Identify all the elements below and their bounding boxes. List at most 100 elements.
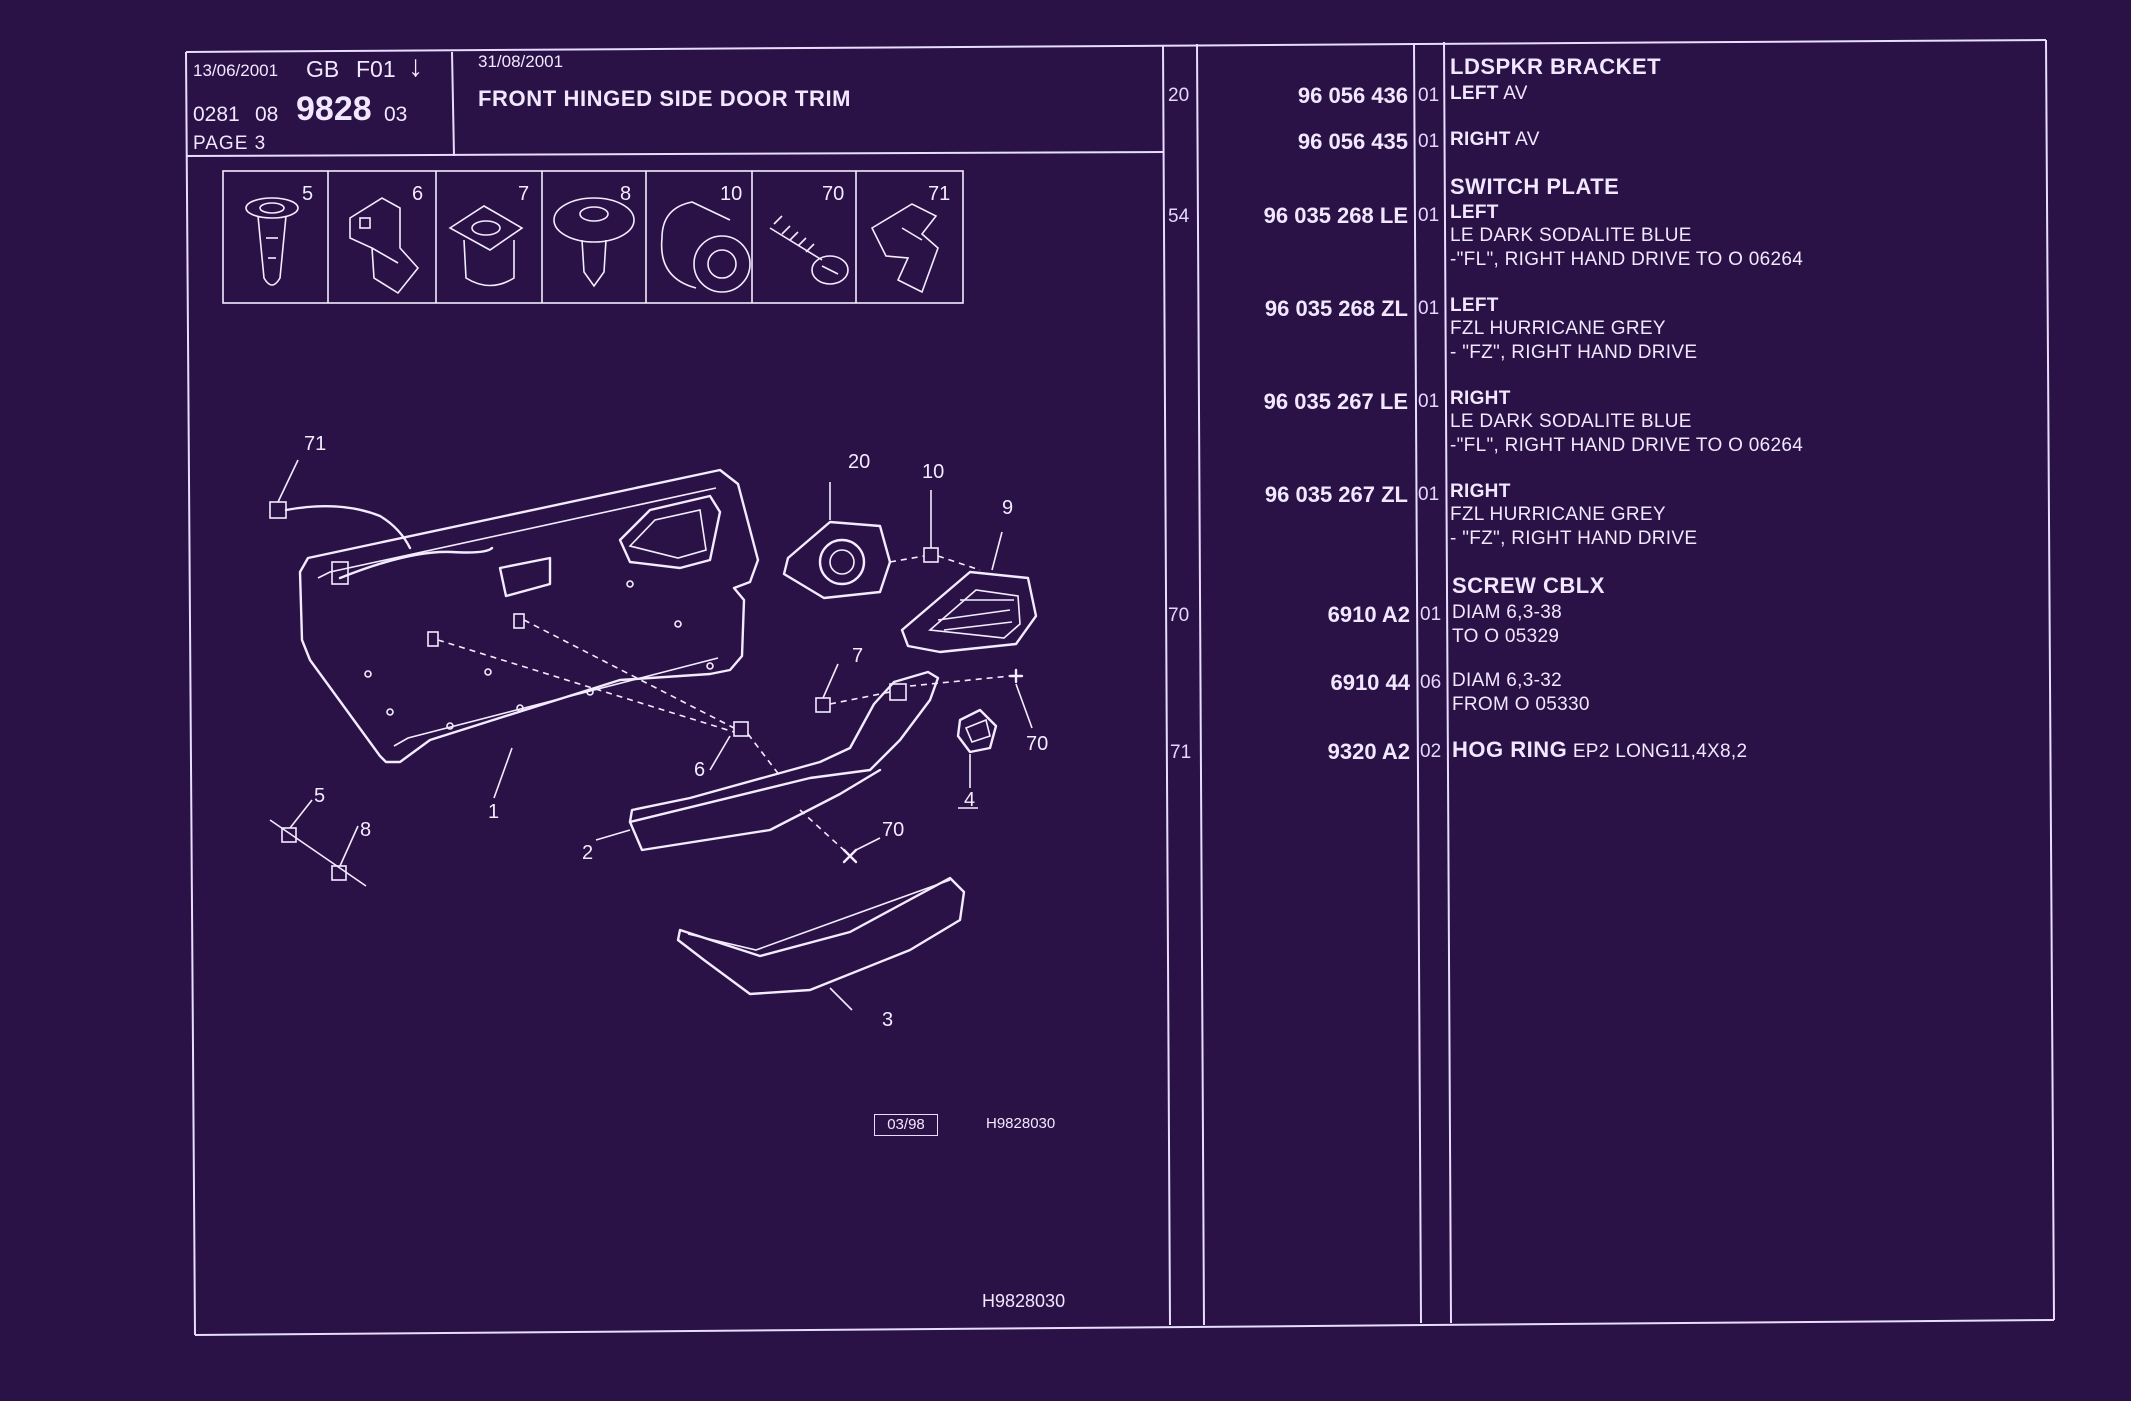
clip-5-marker [281,827,297,843]
part-variant: RIGHT AV [1450,129,1540,150]
part-note: FROM O 05330 [1452,694,1590,715]
armrest-handle [628,670,940,852]
footer-ref-code: H9828030 [982,1291,1066,1311]
grommet-icon: 10 [660,183,751,293]
screw-70-marker-b [842,848,858,864]
diagram-ref-code: H9828030 [986,1115,1056,1132]
part-qty: 06 [1420,672,1442,693]
part-spec: DIAM 6,3-38 [1452,602,1562,623]
callout-1: 1 [488,801,499,823]
revision-date-box: 03/98 [874,1114,938,1136]
part-color: FZL HURRICANE GREY [1450,318,1666,339]
callout-8: 8 [360,819,371,841]
svg-text:8: 8 [620,183,631,205]
group-number: 9828 [296,90,372,128]
part-variant: LEFT [1450,202,1499,223]
part-qty: 01 [1418,484,1440,505]
part-number: 6910 A2 [1327,602,1410,627]
down-arrow-icon: ↓ [408,50,423,83]
part-number: 6910 44 [1330,670,1410,695]
part-note: - "FZ", RIGHT HAND DRIVE [1450,342,1698,363]
speaker-bracket [782,482,892,600]
mushroom-clip-icon: 8 [553,183,635,288]
row-ref: 54 [1168,206,1190,227]
callout-70-b: 70 [882,819,904,841]
screw-icon: 70 [769,183,849,285]
part-note: TO O 05329 [1452,626,1560,647]
ref-c: 03 [384,103,408,126]
bracket-clip-icon: 6 [349,183,423,295]
page-title: FRONT HINGED SIDE DOOR TRIM [478,86,852,111]
callout-10: 10 [922,461,944,483]
svg-text:10: 10 [720,183,742,205]
callout-5: 5 [314,785,325,807]
row-ref: 71 [1170,742,1192,763]
door-trim-panel [298,468,760,764]
part-description: SWITCH PLATE [1450,174,1620,199]
part-qty: 01 [1418,205,1440,226]
part-number: 96 056 435 [1297,129,1408,154]
screw-70-marker-a [1008,668,1024,684]
clip-8-marker [331,865,347,881]
svg-text:5: 5 [302,183,313,205]
part-qty: 01 [1420,604,1442,625]
part-variant: LEFT [1450,295,1499,316]
hog-ring-icon: 71 [870,183,950,294]
part-description: HOG RING EP2 LONG11,4X8,2 [1452,737,1748,762]
part-number: 96 056 436 [1297,83,1408,108]
part-number: 96 035 268 ZL [1264,296,1408,321]
part-number: 96 035 268 LE [1263,203,1408,228]
row-ref: 20 [1168,85,1190,106]
svg-text:6: 6 [412,183,423,205]
svg-text:70: 70 [822,183,844,205]
callout-3: 3 [882,1009,893,1031]
svg-text:7: 7 [518,183,529,205]
part-spec: DIAM 6,3-32 [1452,670,1562,691]
part-number: 96 035 267 ZL [1264,482,1408,507]
page-number: PAGE 3 [193,133,267,154]
catalog-code: F01 [356,56,396,82]
part-color: FZL HURRICANE GREY [1450,504,1666,525]
callout-4: 4 [964,789,975,811]
ref-a: 0281 [193,103,240,126]
fastener-icon-strip: 5 6 7 8 10 [222,170,964,304]
part-description: LDSPKR BRACKET [1450,54,1662,79]
lower-trim-strip [676,876,966,996]
part-note: -"FL", RIGHT HAND DRIVE TO O 06264 [1450,435,1804,456]
update-date: 31/08/2001 [478,52,564,71]
clip-7-marker [815,697,831,713]
part-variant: RIGHT [1450,481,1511,502]
callout-6: 6 [694,759,705,781]
issue-date: 13/06/2001 [193,61,279,80]
part-qty: 01 [1418,85,1440,106]
part-variant: RIGHT [1450,388,1511,409]
part-number: 96 035 267 LE [1263,389,1408,414]
part-qty: 01 [1418,391,1440,412]
part-qty: 01 [1418,298,1440,319]
ref-b: 08 [255,103,279,126]
callout-20: 20 [848,451,870,473]
part-note: -"FL", RIGHT HAND DRIVE TO O 06264 [1450,249,1804,270]
callout-7: 7 [852,645,863,667]
part-note: - "FZ", RIGHT HAND DRIVE [1450,528,1698,549]
callout-71: 71 [304,433,326,455]
nut-clip-icon: 7 [448,183,529,287]
part-color: LE DARK SODALITE BLUE [1450,411,1692,432]
country-code: GB [306,56,340,82]
svg-text:71: 71 [928,183,950,205]
callout-2: 2 [582,842,593,864]
part-qty: 02 [1420,741,1442,762]
row-ref: 70 [1168,605,1190,626]
window-switch [956,708,998,809]
part-qty: 01 [1418,131,1440,152]
grommet-marker [923,547,939,563]
callout-70-a: 70 [1026,733,1048,755]
part-variant: LEFT AV [1450,83,1528,104]
part-number: 9320 A2 [1327,739,1410,764]
clip-6-marker [733,721,749,737]
push-clip-icon: 5 [245,183,313,286]
exploded-diagram: 71 20 10 9 7 70 6 4 1 5 8 2 70 3 [269,433,1048,1031]
hog-ring-marker [269,501,287,519]
